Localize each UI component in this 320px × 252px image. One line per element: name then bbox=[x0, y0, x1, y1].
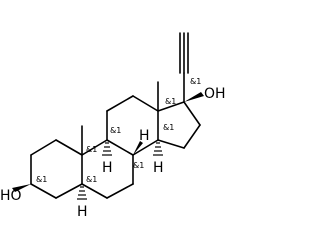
stereo-c10-label: &1 bbox=[86, 145, 97, 154]
bond-c10-c1 bbox=[55, 139, 83, 156]
bond-c6-c5 bbox=[81, 183, 108, 199]
bond-c14-c8 bbox=[132, 139, 159, 156]
hash-c5-h bbox=[77, 186, 87, 200]
structure-diagram: OH HO H H H H &1 &1 &1 &1 &1 &1 &1 &1 bbox=[0, 32, 226, 220]
stereo-c3-label: &1 bbox=[36, 175, 47, 184]
bond-c17-c16 bbox=[183, 101, 201, 126]
h-8-label: H bbox=[139, 128, 150, 144]
bond-c16-c15 bbox=[183, 124, 201, 149]
hydroxyl-17-label: OH bbox=[204, 86, 226, 102]
bond-c12-c13 bbox=[132, 95, 159, 112]
wedge-c17-oh bbox=[184, 92, 204, 102]
stereo-c5-label: &1 bbox=[86, 175, 97, 184]
hash-c14-h bbox=[153, 142, 163, 156]
bond-c13-c17 bbox=[157, 101, 185, 112]
bond-c1-c2 bbox=[30, 139, 57, 156]
bond-c7-c6 bbox=[106, 183, 134, 199]
bond-c10-c9 bbox=[81, 139, 108, 156]
stereo-c17-label: &1 bbox=[190, 77, 201, 86]
bond-c9-c8 bbox=[106, 139, 134, 156]
wedge-c3-ho bbox=[12, 184, 31, 192]
stereo-c14-label: &1 bbox=[163, 123, 174, 132]
bond-c3-c4 bbox=[30, 183, 57, 199]
stereo-c9-label: &1 bbox=[110, 126, 121, 135]
stereo-c13-label: &1 bbox=[165, 97, 176, 106]
bond-c4-c5 bbox=[55, 183, 83, 199]
h-9-label: H bbox=[102, 160, 113, 176]
bond-c15-c14 bbox=[157, 139, 185, 149]
hydroxyl-3-label: HO bbox=[0, 188, 22, 204]
wedge-c8-h bbox=[133, 141, 143, 155]
hash-c9-h bbox=[102, 142, 112, 156]
bond-c11-c12 bbox=[106, 95, 134, 112]
h-14-label: H bbox=[153, 160, 164, 176]
h-5-label: H bbox=[77, 204, 88, 220]
stereo-c8-label: &1 bbox=[133, 161, 144, 170]
molecule-drawing: OH HO H H H H &1 &1 &1 &1 &1 &1 &1 &1 bbox=[0, 32, 226, 220]
